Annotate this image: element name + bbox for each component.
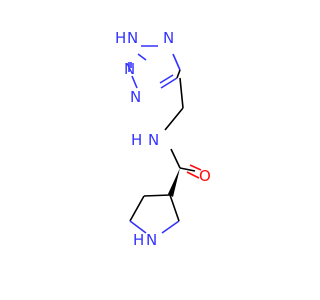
tetrazole-ring [128,45,181,89]
bond-c-o-double [189,164,202,171]
pyrrolidine-nh-hydrogen: H [133,231,144,249]
linker-chain [164,77,202,197]
amide-nh-hydrogen: H [131,131,142,149]
bond-c4-c5 [129,195,145,222]
structure-drawing: H N N N N H N O H N [115,29,211,249]
bond-ch2-nh [164,107,184,131]
pyrrolidine-ring [129,194,180,234]
bond-c3-c4 [143,194,171,197]
tetrazole-n3-label: N [130,88,141,106]
bond-c5-n3-a [160,77,178,89]
bond-n1-n2 [137,53,147,61]
bond-c5-ch2 [179,77,184,109]
tetrazole-n2-label: N [163,29,174,47]
bond-c5-n3-b [159,74,174,84]
carbonyl-oxygen-label: O [199,167,211,185]
bond-n3-n4 [131,75,138,89]
bond-n2-c5-a [172,53,181,71]
bond-c2-c3 [169,194,180,222]
bond-c5-n [129,220,147,234]
tetrazole-nh-hydrogen: H [115,29,126,47]
tetrazole-n1-label: N [127,29,138,47]
bond-nh-carbonyl-a [170,148,181,169]
bond-n-c2 [161,220,180,234]
amide-n-label: N [148,131,159,149]
molecule-canvas: H N N N N H N O H N [115,29,211,249]
pyrrolidine-n-label: N [146,231,157,249]
bond-nh-carbonyl-b [179,167,196,172]
wedge-bond-stereo [168,168,180,197]
tetrazole-n4-label: N [124,60,135,78]
bond-n2-c5-b [176,69,181,79]
bond-c-o-single [186,171,200,179]
